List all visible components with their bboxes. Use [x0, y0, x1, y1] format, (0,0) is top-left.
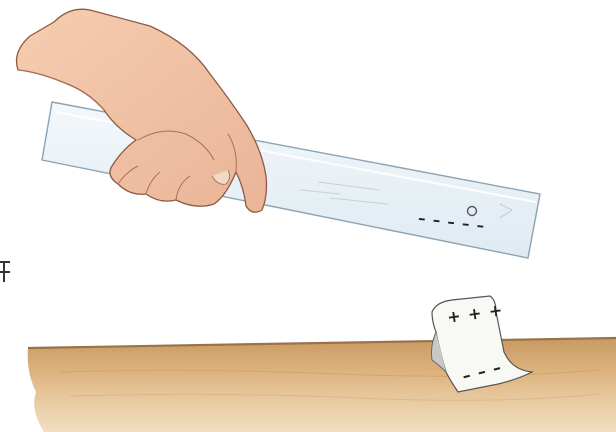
- table: [28, 338, 616, 432]
- edge-fragment: [0, 262, 10, 282]
